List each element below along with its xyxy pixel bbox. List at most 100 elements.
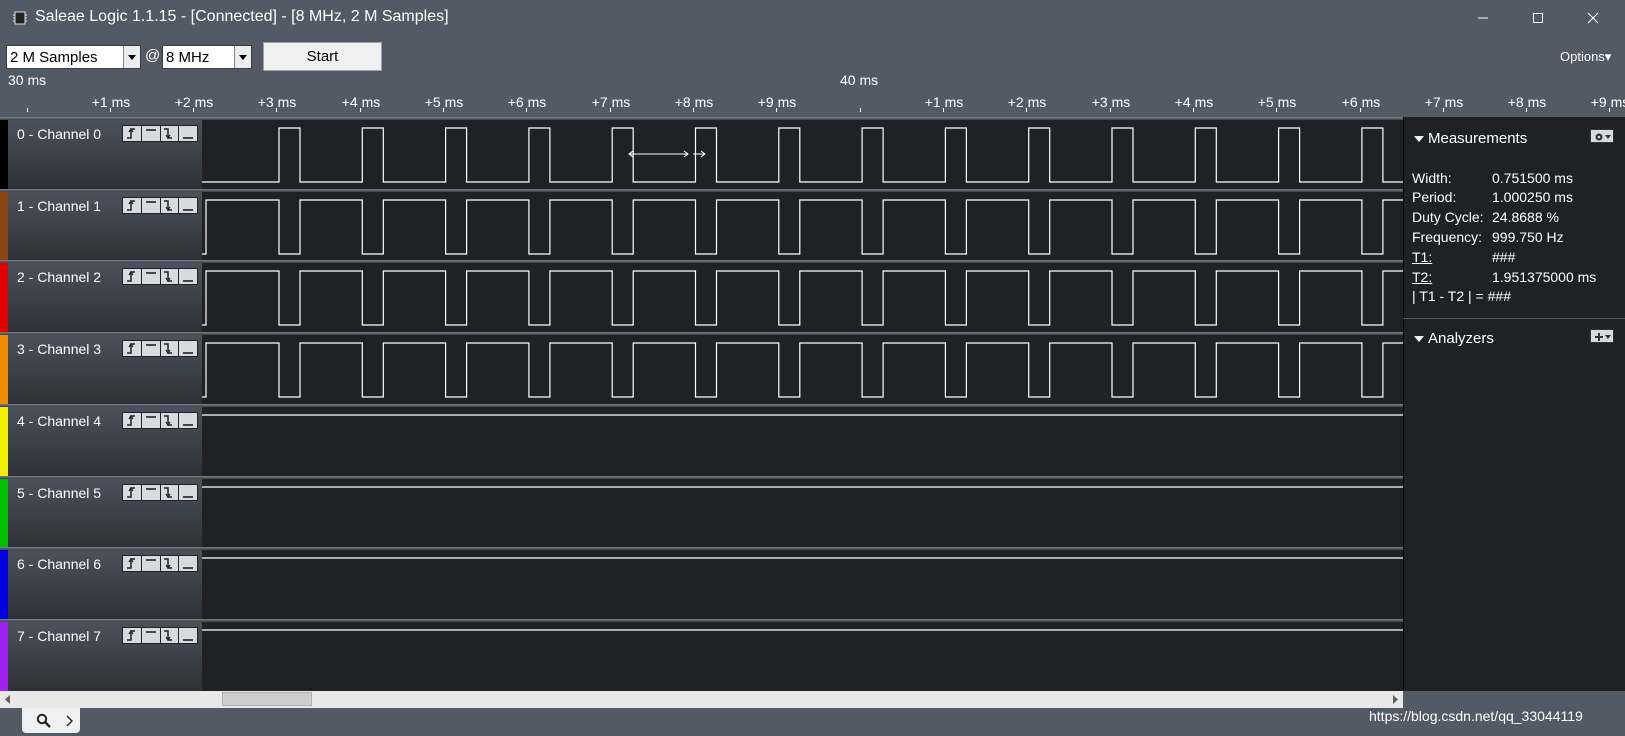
falling-edge-trigger-icon (164, 558, 173, 570)
add-analyzer-button[interactable] (1590, 329, 1614, 343)
measurement-label: Frequency: (1412, 229, 1483, 245)
channel-label-panel[interactable]: 3 - Channel 3 (0, 335, 202, 405)
trigger-button[interactable] (161, 126, 180, 141)
channel-separator[interactable] (0, 188, 1403, 192)
measurement-label[interactable]: T1: (1412, 249, 1433, 265)
waveform-area[interactable] (202, 335, 1403, 405)
channel-label-panel[interactable]: 5 - Channel 5 (0, 478, 202, 548)
trigger-button[interactable] (142, 556, 161, 572)
channel-separator[interactable] (0, 475, 1403, 479)
measurement-label[interactable]: T2: (1412, 269, 1433, 285)
channel-name[interactable]: 0 - Channel 0 (17, 126, 102, 142)
options-button[interactable]: Options▾ (1560, 49, 1612, 64)
trigger-button[interactable] (161, 269, 180, 285)
channel-name[interactable]: 3 - Channel 3 (17, 341, 102, 358)
ruler-tick-label: +6 ms (1341, 94, 1381, 110)
scrollbar-thumb[interactable] (222, 692, 312, 706)
trigger-button[interactable] (142, 197, 161, 213)
channel-label-panel[interactable]: 1 - Channel 1 (0, 191, 202, 261)
channel-label-panel[interactable]: 0 - Channel 0 (0, 120, 202, 189)
trigger-button[interactable] (123, 341, 142, 357)
maximize-button[interactable] (1510, 0, 1566, 36)
channel-separator[interactable] (0, 332, 1403, 336)
trigger-button[interactable] (142, 126, 161, 141)
trigger-button[interactable] (179, 341, 197, 356)
trigger-button[interactable] (142, 269, 161, 285)
trigger-button[interactable] (142, 412, 161, 428)
sample-count-select[interactable]: 2 M Samples (6, 45, 141, 69)
channel-label-panel[interactable]: 2 - Channel 2 (0, 263, 202, 333)
trigger-button[interactable] (142, 627, 161, 643)
channel-name[interactable]: 1 - Channel 1 (17, 197, 102, 214)
channel-label-panel[interactable]: 6 - Channel 6 (0, 550, 202, 620)
channel-label-panel[interactable]: 7 - Channel 7 (0, 621, 202, 691)
ruler-tick-label: +5 ms (424, 94, 464, 110)
waveform-area[interactable] (202, 191, 1403, 261)
measurements-header[interactable]: Measurements (1414, 130, 1527, 147)
waveform (202, 127, 1403, 183)
trigger-button[interactable] (161, 556, 180, 572)
sample-rate-select[interactable]: 8 MHz (162, 45, 252, 69)
waveform-area[interactable] (202, 406, 1403, 476)
trigger-button[interactable] (161, 484, 180, 500)
channel-label-panel[interactable]: 4 - Channel 4 (0, 406, 202, 476)
waveform-area[interactable] (202, 621, 1403, 691)
waveform-area[interactable] (202, 263, 1403, 333)
trigger-button[interactable] (179, 556, 197, 571)
low-level-trigger-icon (183, 352, 194, 354)
dropdown-arrow-icon[interactable] (123, 46, 140, 68)
close-button[interactable] (1565, 0, 1621, 36)
trigger-button[interactable] (161, 412, 180, 428)
horizontal-scrollbar[interactable] (0, 691, 1403, 708)
ruler-major-label-mid: 40 ms (840, 72, 879, 88)
waveform-area[interactable] (202, 120, 1403, 189)
channel-separator[interactable] (0, 403, 1403, 407)
trigger-button[interactable] (179, 269, 197, 284)
channel-color-swatch (0, 120, 8, 189)
search-tab[interactable] (22, 708, 80, 733)
channel-name[interactable]: 7 - Channel 7 (17, 627, 102, 644)
trigger-button[interactable] (123, 126, 142, 141)
start-button[interactable]: Start (263, 42, 382, 71)
channel-separator[interactable] (0, 547, 1403, 551)
scroll-left-icon[interactable] (2, 691, 14, 708)
trigger-button[interactable] (179, 413, 197, 428)
time-ruler[interactable] (0, 70, 1625, 118)
minimize-button[interactable] (1455, 0, 1511, 36)
trigger-button[interactable] (142, 484, 161, 500)
waveform-area[interactable] (202, 550, 1403, 620)
trigger-button[interactable] (179, 198, 197, 213)
trigger-button[interactable] (161, 197, 180, 213)
channel-name[interactable]: 2 - Channel 2 (17, 269, 102, 286)
measurements-settings-button[interactable] (1590, 129, 1614, 143)
analyzers-header[interactable]: Analyzers (1414, 330, 1494, 347)
trigger-button[interactable] (123, 197, 142, 213)
channel-name[interactable]: 4 - Channel 4 (17, 412, 102, 429)
trigger-button[interactable] (179, 485, 197, 500)
trigger-button[interactable] (161, 627, 180, 643)
measurement-value: 0.751500 ms (1492, 170, 1573, 186)
trigger-button[interactable] (179, 628, 197, 643)
trigger-button[interactable] (142, 341, 161, 357)
dropdown-arrow-icon[interactable] (234, 46, 251, 68)
trigger-button[interactable] (123, 269, 142, 285)
trigger-button[interactable] (123, 556, 142, 572)
channel-separator[interactable] (0, 117, 1403, 120)
ruler-tick-label: +6 ms (507, 94, 547, 110)
trigger-button[interactable] (161, 341, 180, 357)
ruler-tick-mark (1443, 108, 1444, 112)
trigger-button[interactable] (123, 412, 142, 428)
channel-color-swatch (0, 478, 8, 548)
channel-separator[interactable] (0, 618, 1403, 622)
ruler-tick-mark (276, 108, 277, 112)
expand-chevron-icon[interactable] (64, 714, 74, 728)
trigger-button[interactable] (123, 484, 142, 500)
channel-name[interactable]: 6 - Channel 6 (17, 556, 102, 573)
ruler-tick-label: +7 ms (1424, 94, 1464, 110)
trigger-button[interactable] (123, 627, 142, 643)
scroll-right-icon[interactable] (1389, 691, 1401, 708)
trigger-button[interactable] (179, 126, 197, 141)
waveform-area[interactable] (202, 478, 1403, 548)
channel-name[interactable]: 5 - Channel 5 (17, 484, 102, 501)
channel-separator[interactable] (0, 260, 1403, 264)
